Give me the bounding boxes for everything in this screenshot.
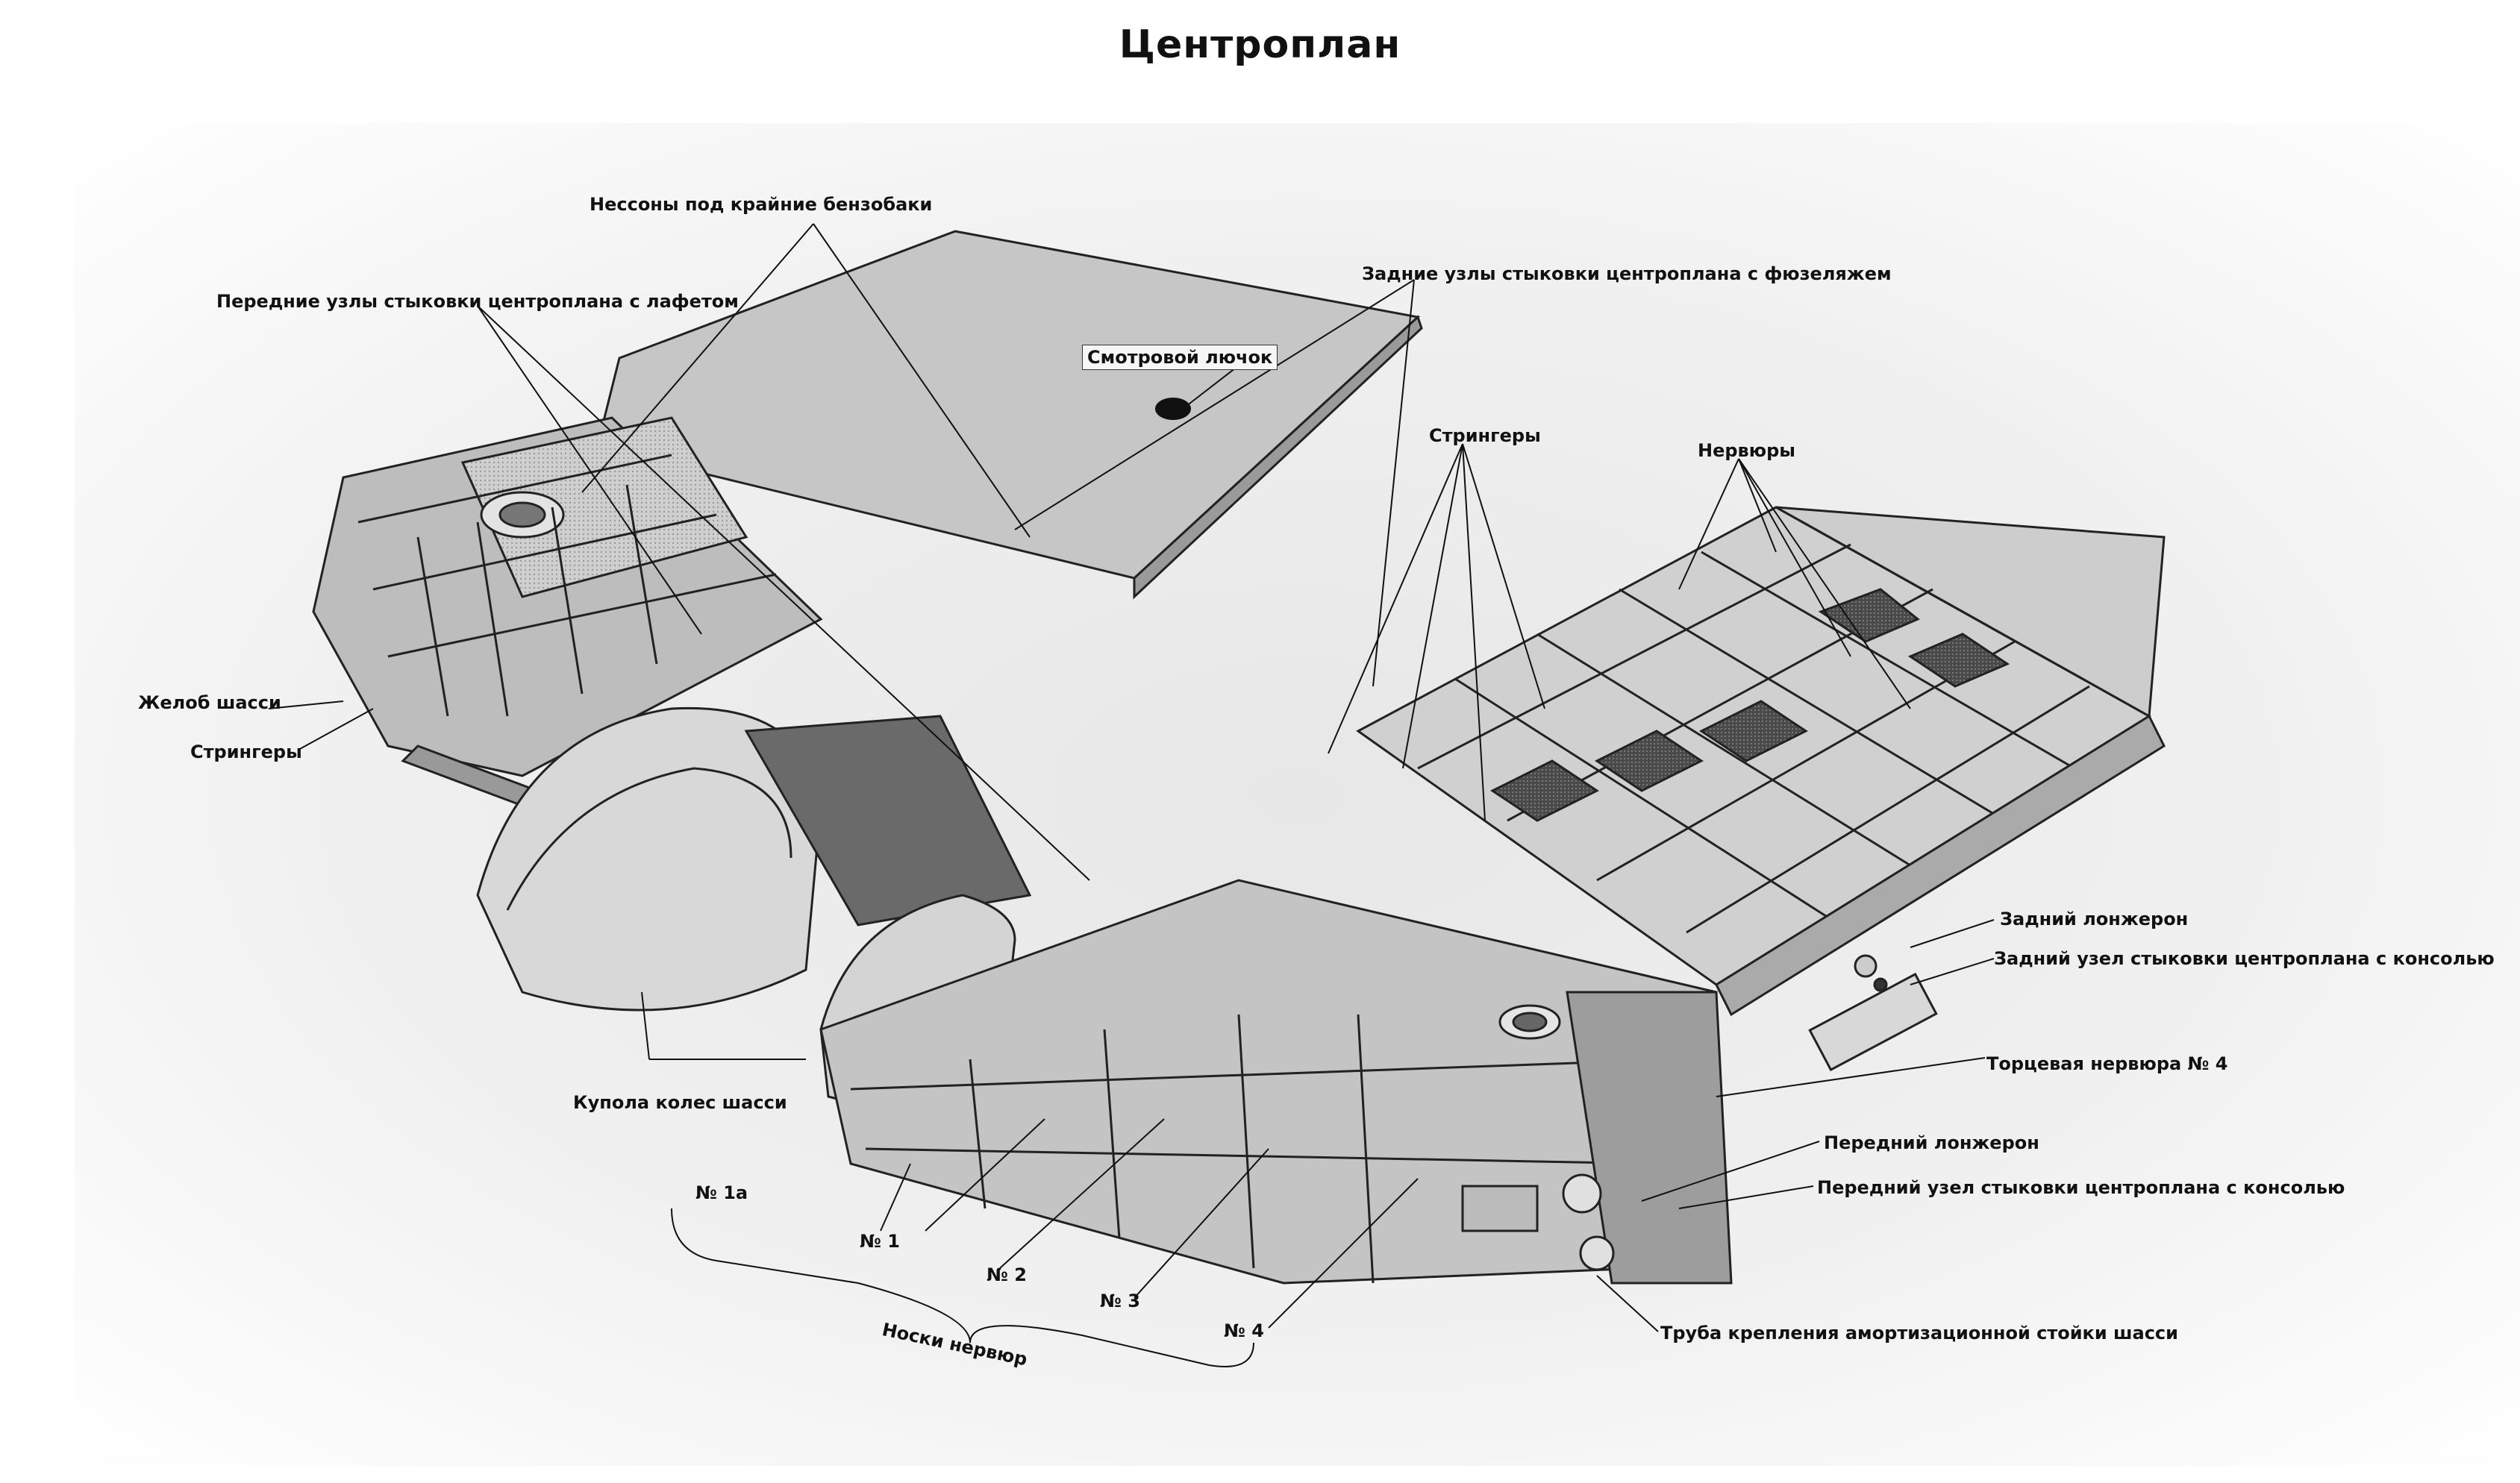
label-rear-joints-fuselage: Задние узлы стыковки центроплана с фюзел… xyxy=(1362,263,1892,284)
label-rib-1a: № 1а xyxy=(695,1182,748,1203)
page-title: Центроплан xyxy=(1119,22,1401,67)
label-nacelles: Нессоны под крайние бензобаки xyxy=(590,194,933,215)
leader-lines xyxy=(268,223,1995,1367)
label-front-spar: Передний лонжерон xyxy=(1824,1132,2039,1153)
label-end-rib-4: Торцевая нервюра № 4 xyxy=(1986,1053,2228,1074)
rear-spar-right xyxy=(1715,714,2166,1072)
label-wheel-domes: Купола колес шасси xyxy=(573,1092,787,1113)
label-rib-2: № 2 xyxy=(987,1264,1027,1285)
label-rear-spar: Задний лонжерон xyxy=(2000,909,2189,929)
centre-channel xyxy=(744,715,1032,927)
label-rear-joint-console: Задний узел стыковки центроплана с консо… xyxy=(1994,948,2495,969)
label-ribs: Нервюры xyxy=(1698,440,1795,461)
wheel-dome-left xyxy=(476,706,822,1012)
label-stringers-top: Стрингеры xyxy=(1429,425,1541,446)
left-nacelle xyxy=(312,416,823,837)
label-stringers-left: Стрингеры xyxy=(190,742,302,762)
label-front-joint-console: Передний узел стыковки центроплана с кон… xyxy=(1817,1177,2345,1198)
label-gear-tube: Труба крепления амортизационной стойки ш… xyxy=(1660,1323,2178,1344)
upper-skin xyxy=(595,230,1423,600)
label-inspection-hatch: Смотровой лючок xyxy=(1082,345,1278,370)
right-wing-box xyxy=(1356,506,2166,986)
inspection-hatch-hole xyxy=(1155,398,1191,420)
label-chassis-trough: Желоб шасси xyxy=(138,692,281,713)
label-rib-1: № 1 xyxy=(860,1231,900,1252)
label-front-joints-carriage: Передние узлы стыковки центроплана с лаф… xyxy=(216,291,739,312)
label-rib-4: № 4 xyxy=(1224,1320,1264,1341)
front-structure xyxy=(819,879,1733,1285)
label-rib-3: № 3 xyxy=(1100,1291,1140,1311)
